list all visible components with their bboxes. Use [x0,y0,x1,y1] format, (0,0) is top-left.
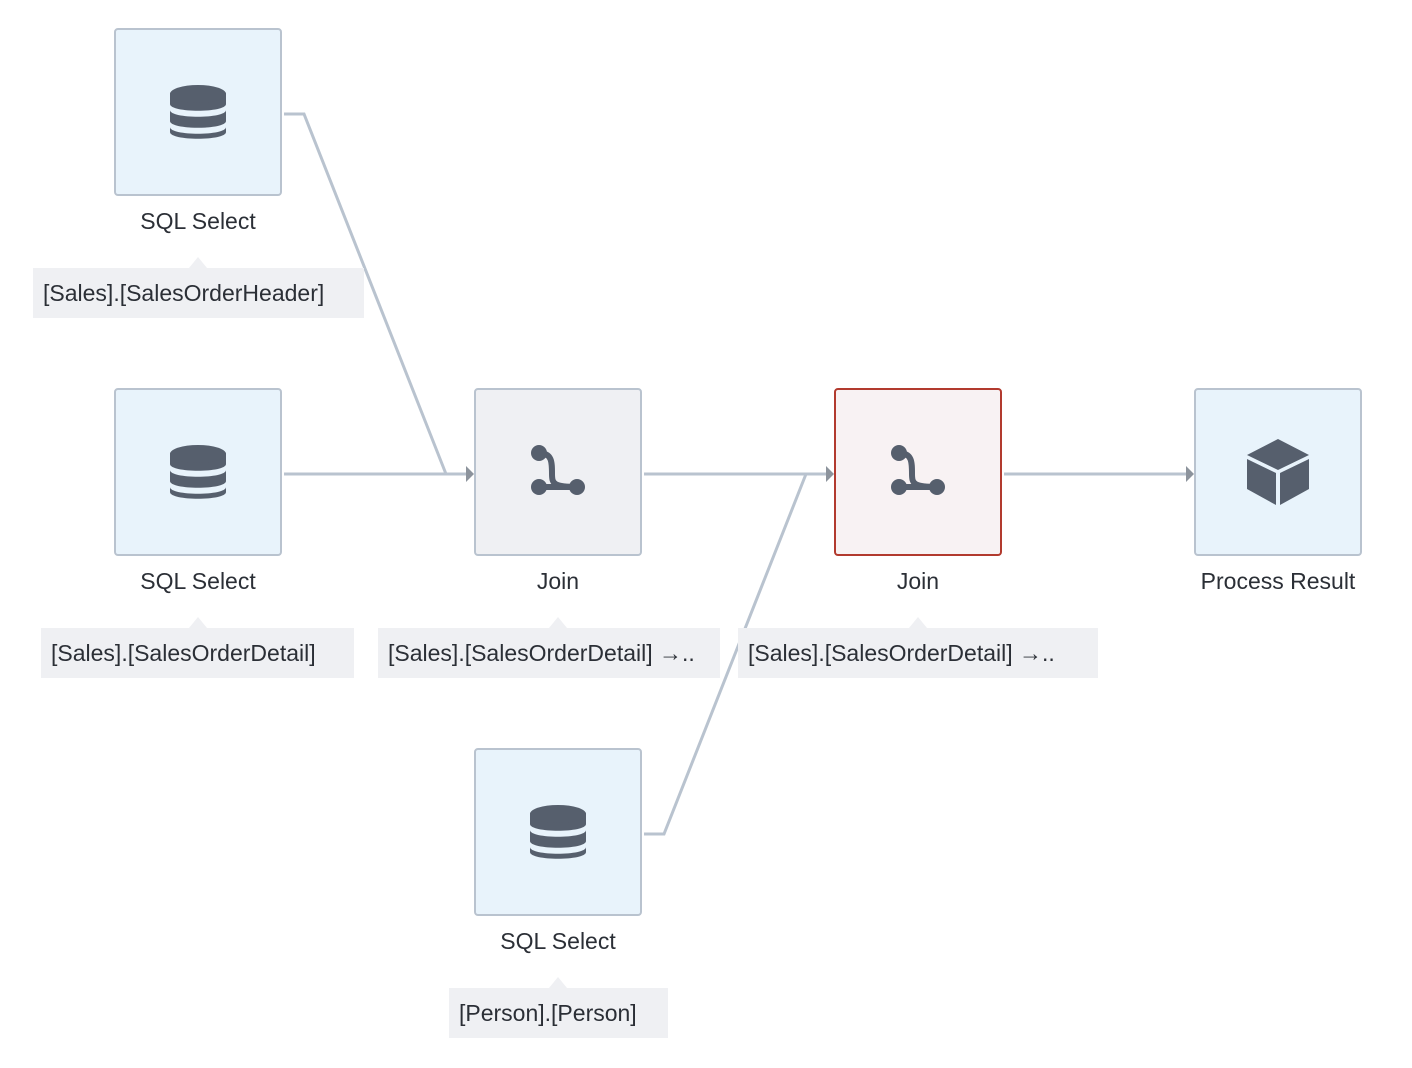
database-icon [530,802,586,862]
process-result-node[interactable] [1194,388,1362,556]
sql-select-node-sales-order-detail[interactable] [114,388,282,556]
node-title: Process Result [1200,568,1356,594]
join-node-1[interactable] [474,388,642,556]
arrow-join2 [826,466,834,482]
node-title: SQL Select [500,928,616,954]
node-detail-tooltip: [Sales].[SalesOrderDetail] [41,628,354,678]
join-node-2[interactable] [834,388,1002,556]
node-title: Join [896,568,940,594]
database-icon [170,442,226,502]
arrow-join1 [466,466,474,482]
tooltip-caret [189,617,207,628]
tooltip-caret [189,257,207,268]
node-title: SQL Select [140,208,256,234]
wire-sql1-join1 [284,112,448,475]
node-detail-tooltip: [Sales].[SalesOrderDetail] →.. [378,628,720,678]
sql-select-node-sales-order-header[interactable] [114,28,282,196]
database-icon [170,82,226,142]
cube-icon [1245,437,1311,507]
tooltip-caret [909,617,927,628]
join-icon [530,444,586,500]
tooltip-caret [549,617,567,628]
wire-sql3-join2 [644,473,808,836]
node-title: Join [536,568,580,594]
arrow-result [1186,466,1194,482]
node-detail-tooltip: [Person].[Person] [449,988,668,1038]
tooltip-caret [549,977,567,988]
node-detail-tooltip: [Sales].[SalesOrderHeader] [33,268,364,318]
join-icon [890,444,946,500]
sql-select-node-person[interactable] [474,748,642,916]
node-detail-tooltip: [Sales].[SalesOrderDetail] →.. [738,628,1098,678]
node-title: SQL Select [140,568,256,594]
